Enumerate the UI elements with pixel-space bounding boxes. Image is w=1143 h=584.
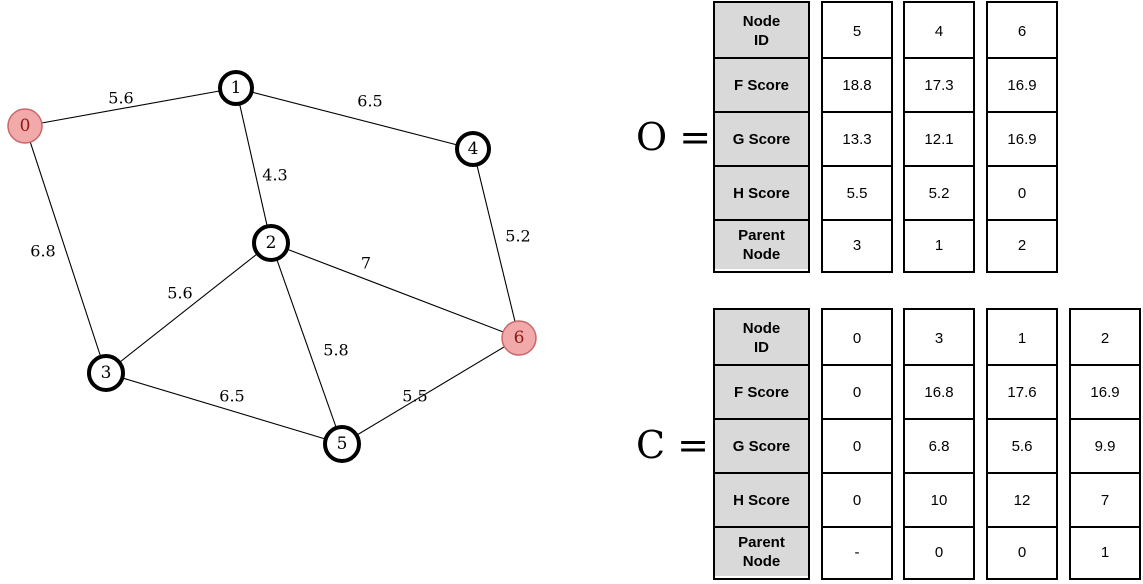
row-header: H Score — [715, 165, 808, 219]
table-cell: 0 — [988, 526, 1056, 576]
table-cell: 0 — [823, 472, 891, 526]
table-cell: 16.8 — [905, 364, 973, 418]
node-3 — [87, 354, 125, 392]
table-cell: 12.1 — [905, 111, 973, 165]
edge-1-2 — [235, 87, 272, 244]
row-header: G Score — [715, 418, 808, 472]
table-cell: 0 — [852, 329, 862, 347]
table-cell: 0 — [905, 526, 973, 576]
node-label-0: 0 — [20, 116, 31, 136]
edge-weight-3-5: 6.5 — [219, 387, 244, 406]
table-cell: 0 — [823, 418, 891, 472]
edge-weight-0-1: 5.6 — [108, 89, 133, 108]
node-label-2: 2 — [266, 233, 277, 253]
row-header: Parent Node — [715, 526, 808, 576]
edge-0-1 — [24, 87, 237, 127]
node-label-6: 6 — [514, 328, 525, 348]
table-cell: 3 — [934, 329, 944, 347]
node-2 — [252, 224, 290, 262]
node-label-5: 5 — [337, 434, 348, 454]
table-cell: 5.5 — [823, 165, 891, 219]
table-cell: 17.6 — [988, 364, 1056, 418]
closed-set-label: C = — [636, 423, 709, 467]
edge-0-3 — [24, 125, 107, 374]
edge-weight-2-3: 5.6 — [167, 284, 192, 303]
edge-5-6 — [341, 337, 520, 445]
table-cell: 9.9 — [1071, 418, 1139, 472]
edge-weight-2-6: 7 — [361, 254, 371, 273]
node-5 — [323, 425, 361, 463]
row-header: F Score — [715, 57, 808, 111]
table-cell: 5.6 — [988, 418, 1056, 472]
edge-weight-5-6: 5.5 — [402, 387, 427, 406]
table-cell: 17.3 — [905, 57, 973, 111]
table-cell: 1 — [905, 219, 973, 269]
node-0 — [7, 108, 43, 144]
node-4 — [455, 131, 491, 167]
table-cell: 10 — [905, 472, 973, 526]
table-cell: 2 — [1100, 329, 1110, 347]
table-cell: 6 — [1017, 22, 1027, 40]
row-header: H Score — [715, 472, 808, 526]
table-cell: 7 — [1071, 472, 1139, 526]
table-cell: 12 — [988, 472, 1056, 526]
table-cell: - — [823, 526, 891, 576]
table-cell: 18.8 — [823, 57, 891, 111]
node-6 — [501, 320, 537, 356]
edge-weight-4-6: 5.2 — [505, 227, 530, 246]
table-cell: 0 — [823, 364, 891, 418]
row-header: Node ID — [715, 310, 808, 366]
table-cell: 4 — [934, 22, 944, 40]
row-header: G Score — [715, 111, 808, 165]
edge-2-5 — [270, 242, 343, 445]
row-header: Parent Node — [715, 219, 808, 269]
table-cell: 16.9 — [1071, 364, 1139, 418]
edge-weight-0-3: 6.8 — [30, 242, 55, 261]
edge-2-6 — [270, 242, 520, 339]
edge-weight-2-5: 5.8 — [323, 341, 348, 360]
edge-4-6 — [472, 148, 520, 339]
edge-1-4 — [235, 87, 474, 150]
table-cell: 2 — [988, 219, 1056, 269]
row-header: Node ID — [715, 3, 808, 59]
open-set-label: O = — [636, 115, 712, 159]
table-cell: 5.2 — [905, 165, 973, 219]
table-cell: 16.9 — [988, 111, 1056, 165]
table-cell: 13.3 — [823, 111, 891, 165]
table-cell: 0 — [988, 165, 1056, 219]
graph-edges: 5.6 6.5 4.3 6.8 5.2 7 5.6 5.8 6.5 5.5 — [24, 87, 531, 445]
table-cell: 1 — [1071, 526, 1139, 576]
graph-nodes: 0 1 2 3 4 5 6 — [7, 70, 537, 463]
table-cell: 5 — [852, 22, 862, 40]
node-label-1: 1 — [231, 78, 242, 98]
edge-3-5 — [105, 372, 343, 445]
edge-weight-1-2: 4.3 — [262, 166, 287, 185]
row-header: F Score — [715, 364, 808, 418]
edge-weight-1-4: 6.5 — [357, 92, 382, 111]
table-cell: 16.9 — [988, 57, 1056, 111]
graph-diagram: 5.6 6.5 4.3 6.8 5.2 7 5.6 5.8 6.5 5.5 0 1 2 3 4 5 6 — [7, 70, 537, 463]
node-1 — [218, 70, 254, 106]
table-cell: 3 — [823, 219, 891, 269]
node-label-3: 3 — [101, 363, 112, 383]
table-cell: 6.8 — [905, 418, 973, 472]
node-label-4: 4 — [468, 139, 479, 159]
table-cell: 1 — [1017, 329, 1027, 347]
edge-2-3 — [105, 242, 272, 374]
